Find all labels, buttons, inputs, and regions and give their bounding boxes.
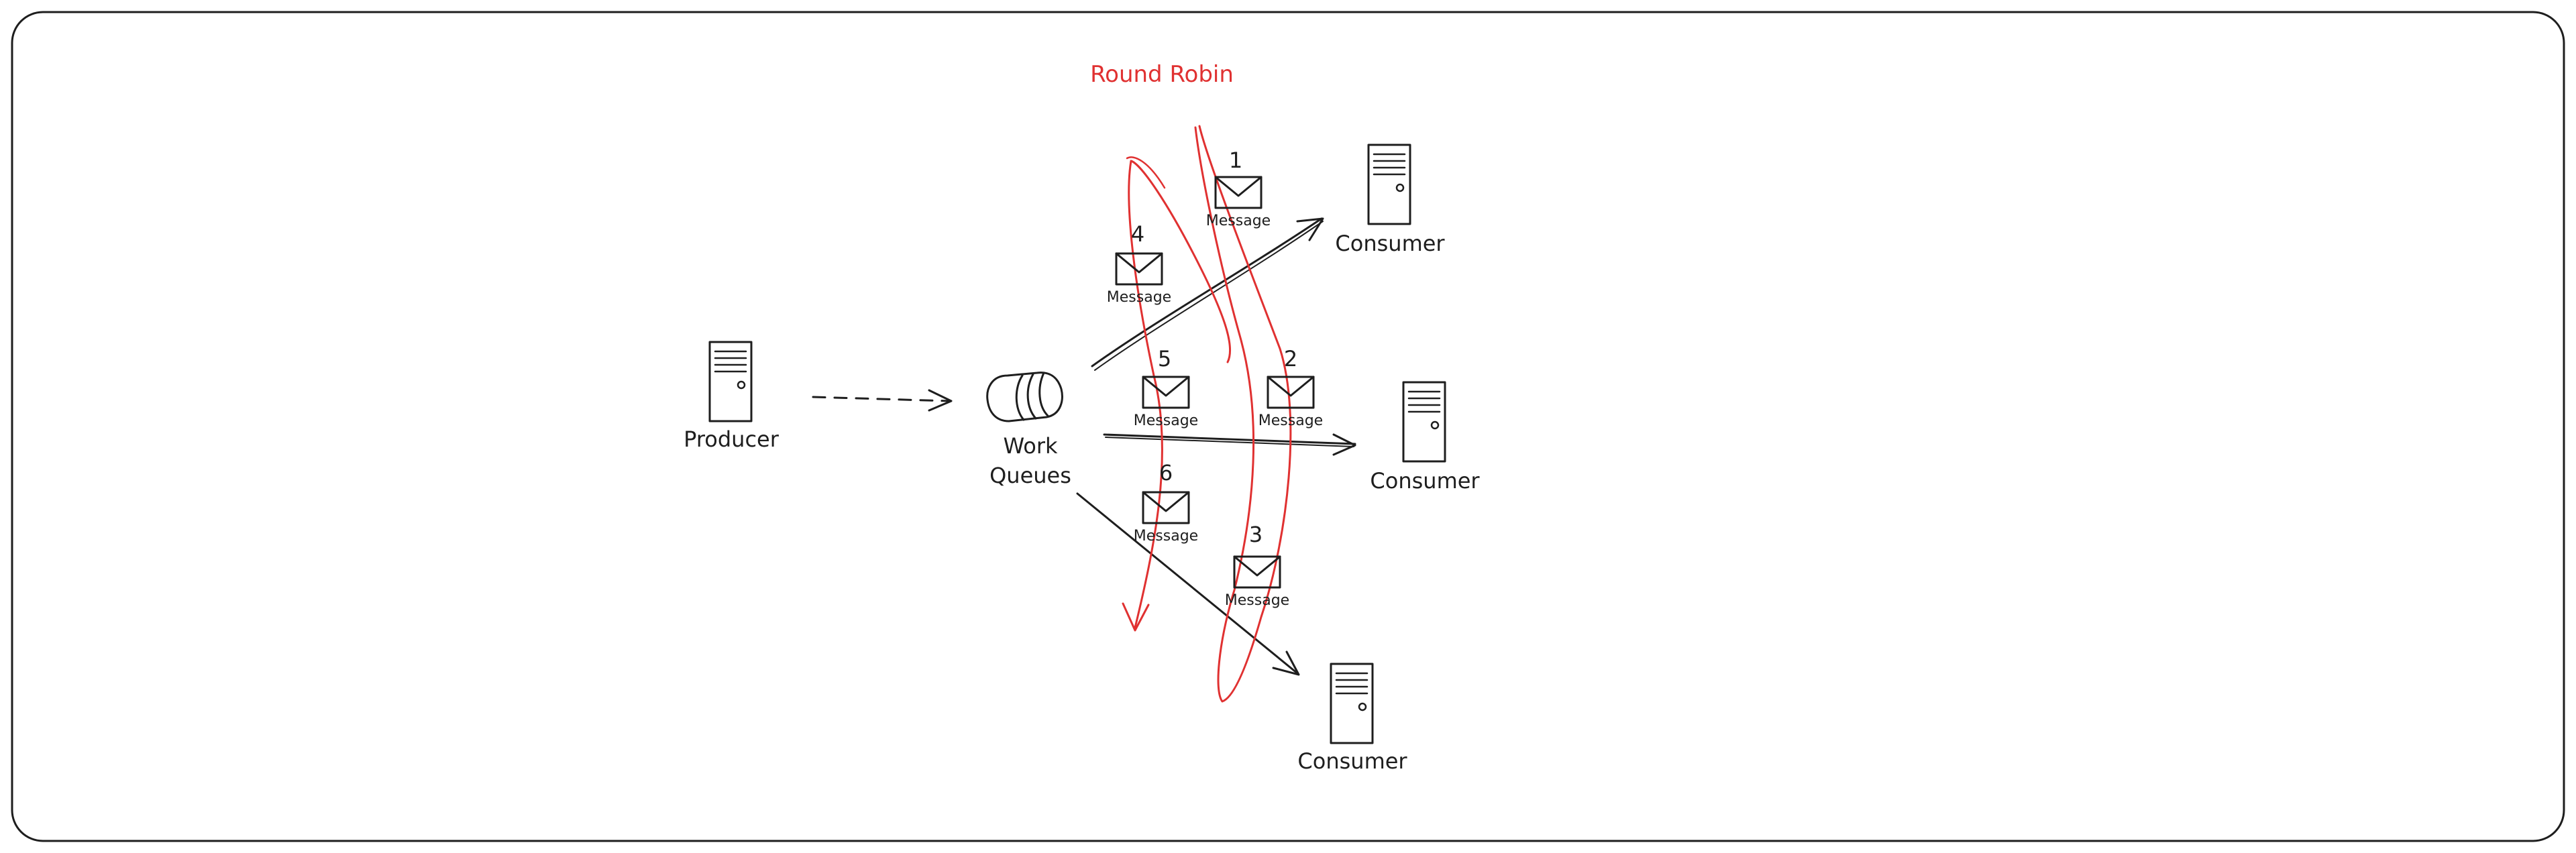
consumer-2-server-icon — [1402, 381, 1446, 463]
producer-server-icon — [708, 341, 753, 422]
producer: Producer — [684, 341, 780, 452]
message-6: 6 Message — [1134, 460, 1198, 545]
message-1: 1 Message — [1206, 148, 1271, 229]
message-2-label: Message — [1258, 412, 1323, 429]
envelope-icon — [1214, 176, 1263, 209]
message-3-label: Message — [1225, 592, 1289, 609]
work-queue-label-line2: Queues — [989, 463, 1071, 488]
round-robin-loop-1 — [1194, 125, 1292, 703]
message-1-number: 1 — [1229, 148, 1242, 173]
message-3: 3 Message — [1225, 522, 1289, 609]
message-6-label: Message — [1134, 528, 1198, 545]
message-1-label: Message — [1206, 213, 1271, 229]
message-6-number: 6 — [1159, 460, 1173, 486]
message-2: 2 Message — [1258, 346, 1323, 429]
producer-label: Producer — [684, 427, 780, 452]
consumer-3-server-icon — [1330, 663, 1374, 744]
consumer-3-label: Consumer — [1297, 748, 1407, 774]
message-3-number: 3 — [1249, 522, 1263, 547]
work-queue-label-line1: Work — [1003, 433, 1058, 459]
message-5: 5 Message — [1134, 346, 1198, 429]
consumer-1: Consumer — [1335, 144, 1445, 256]
message-5-number: 5 — [1158, 346, 1171, 372]
consumer-1-label: Consumer — [1335, 231, 1445, 256]
consumer-3: Consumer — [1297, 663, 1407, 774]
database-icon — [986, 372, 1063, 422]
diagram-frame — [11, 11, 2565, 842]
producer-to-queue-arrow — [812, 389, 953, 412]
message-2-number: 2 — [1284, 346, 1297, 372]
envelope-icon — [1142, 491, 1190, 524]
queue-to-consumer-3-arrow — [1076, 492, 1300, 676]
message-5-label: Message — [1134, 412, 1198, 429]
consumer-1-server-icon — [1367, 144, 1411, 225]
consumer-2-label: Consumer — [1370, 468, 1480, 494]
message-4: 4 Message — [1107, 221, 1171, 306]
message-4-number: 4 — [1131, 221, 1144, 247]
queue-to-consumer-1-arrow — [1091, 217, 1324, 371]
message-4-label: Message — [1107, 289, 1171, 306]
envelope-icon — [1142, 376, 1190, 409]
work-queue: Work Queues — [986, 372, 1071, 488]
envelope-icon — [1115, 252, 1163, 286]
round-robin-title: Round Robin — [1090, 61, 1234, 88]
queue-to-consumer-2-arrow — [1103, 433, 1356, 456]
round-robin-loop-2 — [1122, 156, 1232, 632]
consumer-2: Consumer — [1370, 381, 1480, 494]
